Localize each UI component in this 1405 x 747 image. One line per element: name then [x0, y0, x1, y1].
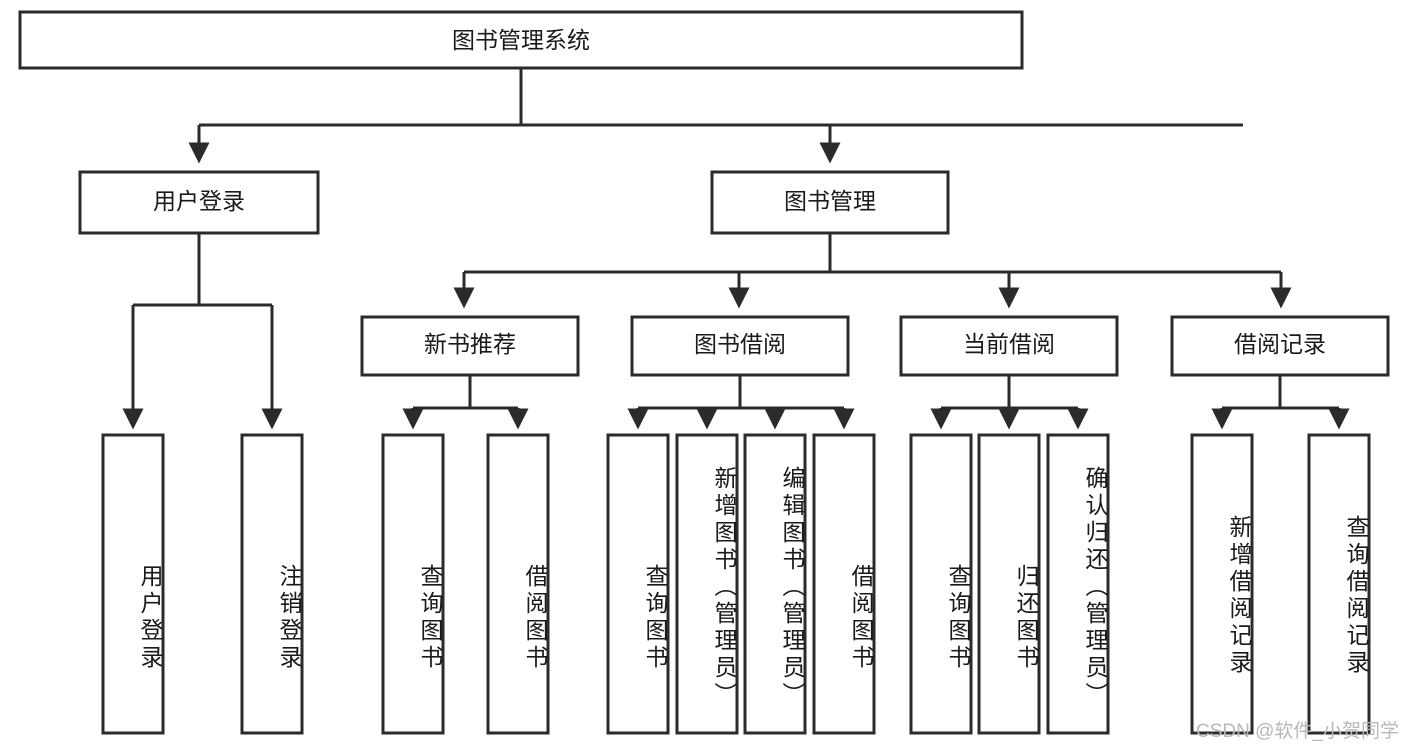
edges-new-book-recommend-to-leaves	[402, 375, 529, 430]
node-book-manage[interactable]: 图书管理	[710, 170, 950, 235]
node-borrow-record[interactable]: 借阅记录	[1170, 315, 1390, 377]
book-manage-label: 图书管理	[784, 188, 876, 214]
new-book-recommend-label: 新书推荐	[424, 331, 516, 357]
leaf-boxes	[101, 433, 1371, 735]
edges-current-borrow-to-leaves	[930, 375, 1089, 430]
node-new-book-recommend[interactable]: 新书推荐	[360, 315, 580, 377]
book-borrow-label: 图书借阅	[694, 331, 786, 357]
root-box	[18, 10, 1024, 70]
edges-book-manage-to-level3	[453, 233, 1292, 309]
leaf-box-edit-book[interactable]	[743, 433, 807, 735]
leaf-box-borrow-book-2[interactable]	[812, 433, 876, 735]
current-borrow-box	[899, 315, 1119, 377]
node-user-login[interactable]: 用户登录	[78, 170, 320, 235]
leaf-box-query-record[interactable]	[1307, 433, 1371, 735]
leaf-box-query-book-1[interactable]	[381, 433, 445, 735]
node-current-borrow[interactable]: 当前借阅	[899, 315, 1119, 377]
leaf-box-return-book[interactable]	[977, 433, 1041, 735]
user-login-label: 用户登录	[153, 188, 245, 214]
watermark-text: CSDN @软件_小贺同学	[1196, 721, 1399, 742]
borrow-record-label: 借阅记录	[1234, 331, 1326, 357]
edges-root-to-level2	[188, 68, 1243, 164]
user-login-box	[78, 170, 320, 235]
leaf-box-query-book-3[interactable]	[909, 433, 973, 735]
leaf-box-user-logout[interactable]	[240, 433, 304, 735]
leaf-box-confirm-return[interactable]	[1046, 433, 1110, 735]
edges-user-login-to-leaves	[122, 233, 283, 430]
current-borrow-label: 当前借阅	[963, 331, 1055, 357]
node-book-borrow[interactable]: 图书借阅	[630, 315, 850, 377]
edges-book-borrow-to-leaves	[627, 375, 855, 430]
new-book-recommend-box	[360, 315, 580, 377]
leaf-box-query-book-2[interactable]	[606, 433, 670, 735]
leaf-box-borrow-book-1[interactable]	[486, 433, 550, 735]
edges-borrow-record-to-leaves	[1211, 375, 1350, 430]
node-root[interactable]: 图书管理系统	[18, 10, 1024, 70]
leaf-box-add-book[interactable]	[675, 433, 739, 735]
leaf-box-add-record[interactable]	[1190, 433, 1254, 735]
leaf-box-user-login[interactable]	[101, 433, 165, 735]
root-label: 图书管理系统	[452, 27, 590, 53]
